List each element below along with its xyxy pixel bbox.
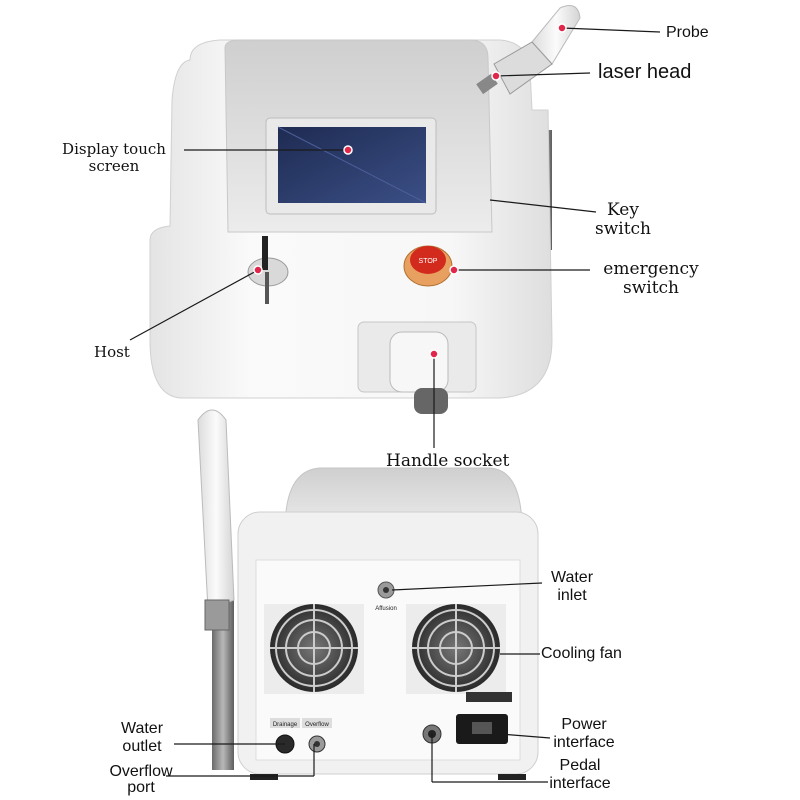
cooling-fan-right xyxy=(406,604,506,694)
marker-dots xyxy=(253,23,567,359)
handpiece xyxy=(197,409,235,611)
key-switch-part xyxy=(247,236,289,304)
handle-socket-part xyxy=(357,321,477,414)
label-power-line1: Power xyxy=(561,716,607,733)
label-water-outlet-line2: outlet xyxy=(122,738,162,755)
label-handle-socket: Handle socket xyxy=(386,451,510,471)
label-display-line2: screen xyxy=(88,156,140,175)
label-power-line2: interface xyxy=(553,734,615,751)
label-emergency-line1: emergency xyxy=(603,259,699,279)
rear-unit: Affusion Drainage O xyxy=(197,409,539,780)
wand-hose xyxy=(212,600,234,770)
stop-text: STOP xyxy=(419,258,438,265)
label-cooling-fan: Cooling fan xyxy=(541,645,622,662)
label-key-line2: switch xyxy=(594,218,651,239)
label-host: Host xyxy=(94,343,130,361)
label-key-line1: Key xyxy=(607,200,639,220)
label-overflow-line1: Overflow xyxy=(109,763,173,780)
label-probe: Probe xyxy=(666,24,709,41)
cooling-fan-left xyxy=(264,604,364,694)
overflow-text: Overflow xyxy=(305,722,329,728)
drainage-text: Drainage xyxy=(273,722,298,728)
label-pedal-interface: Pedal interface xyxy=(540,757,620,793)
label-power-interface: Power interface xyxy=(544,716,624,752)
label-key-switch: Key switch xyxy=(588,201,658,238)
label-water-inlet-line2: inlet xyxy=(557,587,587,604)
label-display-touch-screen: Display touch screen xyxy=(50,141,178,174)
label-pedal-line2: interface xyxy=(549,775,611,792)
label-water-outlet-line1: Water xyxy=(120,720,164,737)
label-overflow-port: Overflow port xyxy=(96,764,186,796)
leader-lines xyxy=(129,27,661,783)
label-water-inlet-line1: Water xyxy=(550,569,594,586)
label-pedal-line1: Pedal xyxy=(559,757,601,774)
label-water-outlet: Water outlet xyxy=(106,720,178,756)
host-unit: STOP xyxy=(149,5,581,414)
label-laser-head: laser head xyxy=(598,61,692,83)
label-emergency-line2: switch xyxy=(622,277,679,298)
label-display-line1: Display touch xyxy=(62,140,166,158)
overflow-port-part: Overflow xyxy=(302,718,332,753)
label-water-inlet: Water inlet xyxy=(540,569,604,605)
label-emergency-switch: emergency switch xyxy=(592,260,710,297)
power-interface-part xyxy=(456,692,512,744)
label-overflow-line2: port xyxy=(127,779,155,796)
emergency-switch-part: STOP xyxy=(403,245,453,287)
affusion-text: Affusion xyxy=(375,606,397,612)
